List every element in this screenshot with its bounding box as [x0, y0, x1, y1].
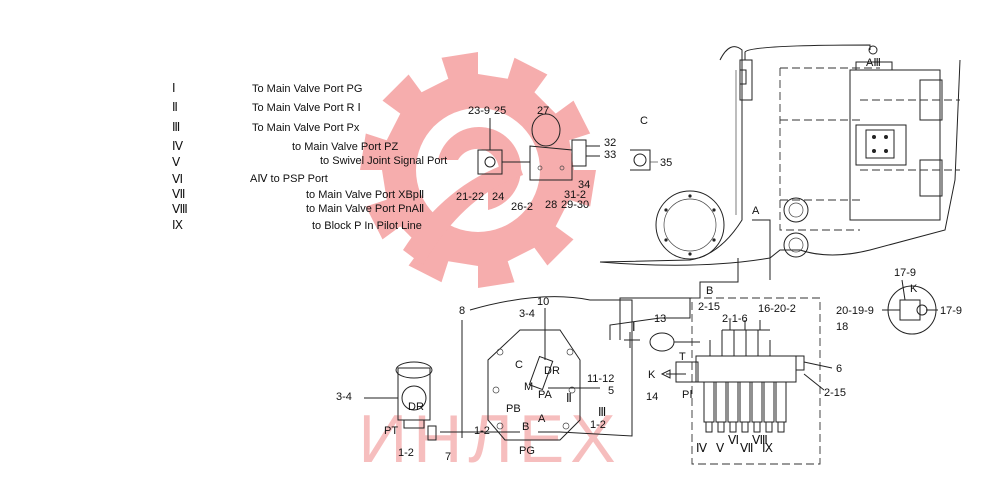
label-5: 5 — [608, 385, 614, 397]
label-r-viii: Ⅷ — [752, 433, 768, 447]
label-29-30: 29-30 — [561, 199, 589, 211]
label-3-4-left: 3-4 — [336, 391, 352, 403]
label-k-valve: K — [648, 369, 656, 381]
label-t-valve: T — [679, 351, 686, 363]
legend-numeral: Ⅱ — [172, 100, 178, 114]
label-25: 25 — [494, 105, 506, 117]
label-24: 24 — [492, 191, 504, 203]
label-k-right: K — [910, 283, 918, 295]
label-pa-mid: PA — [538, 389, 553, 401]
pilot-line-13 — [609, 298, 691, 340]
left-motor: 3-4 DR PT 1-2 7 — [336, 361, 451, 463]
main-pump-assembly: AⅢ A B — [599, 44, 961, 340]
label-14: 14 — [646, 391, 658, 403]
label-17-9-top: 17-9 — [894, 267, 916, 279]
pilot-valve-block: 2-15 2-1-6 16-20-2 18 T K PⅠ 6 2-15 Ⅳ Ⅴ … — [648, 297, 848, 465]
label-dr-left: DR — [408, 401, 424, 413]
label-1-2-right: 1-2 — [590, 419, 606, 431]
legend-text: To Main Valve Port Px — [252, 122, 360, 134]
label-2-1-6: 2-1-6 — [722, 313, 748, 325]
label-10: 10 — [537, 296, 549, 308]
legend-numeral: Ⅷ — [172, 202, 188, 216]
legend-text: To Main Valve Port R Ⅰ — [252, 102, 361, 114]
label-35: 35 — [660, 157, 672, 169]
detail-k: 17-9 K 20-19-9 17-9 — [836, 267, 962, 335]
label-c-top: C — [640, 115, 648, 127]
accumulator — [649, 332, 675, 352]
label-pi-valve: PⅠ — [682, 389, 693, 401]
label-r-iv: Ⅳ — [696, 441, 707, 455]
legend-text: to Main Valve Port PZ — [292, 141, 398, 153]
label-23-9: 23-9 — [468, 105, 490, 117]
legend-numeral: Ⅵ — [172, 172, 183, 186]
label-r-vi: Ⅵ — [728, 433, 739, 447]
label-27: 27 — [537, 105, 549, 117]
label-18: 18 — [836, 321, 848, 333]
legend-numeral: Ⅳ — [172, 139, 183, 153]
legend: Ⅰ To Main Valve Port PG Ⅱ To Main Valve … — [172, 81, 447, 232]
label-11-12: 11-12 — [587, 373, 614, 385]
label-28: 28 — [545, 199, 557, 211]
label-8: 8 — [459, 305, 465, 317]
legend-text: to Main Valve Port XBpⅡ — [306, 189, 424, 201]
label-1-2-mid: 1-2 — [474, 425, 490, 437]
label-r-vii: Ⅶ — [740, 441, 753, 455]
label-dr-mid: DR — [544, 365, 560, 377]
label-1-2-left: 1-2 — [398, 447, 414, 459]
label-pb-mid: PB — [506, 403, 521, 415]
label-r-v: Ⅴ — [716, 441, 725, 455]
legend-text: to Block P In Pilot Line — [312, 220, 422, 232]
legend-text: to Main Valve Port PnAⅡ — [306, 203, 424, 215]
legend-text: to Swivel Joint Signal Port — [320, 155, 447, 167]
label-2-15-right: 2-15 — [824, 387, 846, 399]
swing-motor-assembly: 10 3-4 C DR M PA 11-12 5 Ⅱ Ⅲ PB A B PG 1… — [469, 296, 658, 457]
legend-text: AⅣ to PSP Port — [250, 173, 328, 185]
label-roman-iii: Ⅲ — [598, 405, 606, 419]
legend-numeral: Ⅰ — [172, 81, 176, 95]
label-b-mid: B — [522, 421, 529, 433]
fitting-i — [624, 332, 640, 348]
label-26-2: 26-2 — [511, 201, 533, 213]
label-20-19-9: 20-19-9 — [836, 305, 874, 317]
label-b-main: B — [706, 285, 713, 297]
label-32: 32 — [604, 137, 616, 149]
label-aiii: AⅢ — [866, 57, 881, 69]
label-13: 13 — [654, 313, 666, 325]
label-pg-mid: PG — [519, 445, 535, 457]
label-c-mid: C — [515, 359, 523, 371]
legend-text: To Main Valve Port PG — [252, 83, 362, 95]
legend-numeral: Ⅶ — [172, 187, 185, 201]
label-6: 6 — [836, 363, 842, 375]
watermark-text: ИНЛЕХ — [358, 401, 621, 477]
label-r-ix: Ⅸ — [762, 441, 773, 455]
label-16-20-2: 16-20-2 — [758, 303, 796, 315]
label-7: 7 — [445, 451, 451, 463]
upper-valve-block: 23-9 25 27 C 32 33 35 34 31-2 21-22 24 2… — [456, 105, 672, 213]
label-roman-ii: Ⅱ — [566, 391, 572, 405]
label-roman-i: Ⅰ — [632, 320, 636, 334]
label-31-2: 31-2 — [564, 189, 586, 201]
label-17-9-right: 17-9 — [940, 305, 962, 317]
label-a-mid: A — [538, 413, 546, 425]
label-3-4-top: 3-4 — [519, 308, 535, 320]
legend-numeral: Ⅲ — [172, 120, 180, 134]
label-34: 34 — [578, 179, 590, 191]
watermark-wordmark: ИНЛЕХ — [358, 401, 621, 477]
label-pt-left: PT — [384, 425, 398, 437]
label-m-mid: M — [524, 381, 533, 393]
pilot-valve-spools — [703, 381, 787, 433]
legend-numeral: Ⅸ — [172, 218, 183, 232]
label-a-main: A — [752, 205, 760, 217]
legend-numeral: Ⅴ — [172, 155, 181, 169]
label-33: 33 — [604, 149, 616, 161]
label-21-22: 21-22 — [456, 191, 484, 203]
label-2-15-top: 2-15 — [698, 301, 720, 313]
